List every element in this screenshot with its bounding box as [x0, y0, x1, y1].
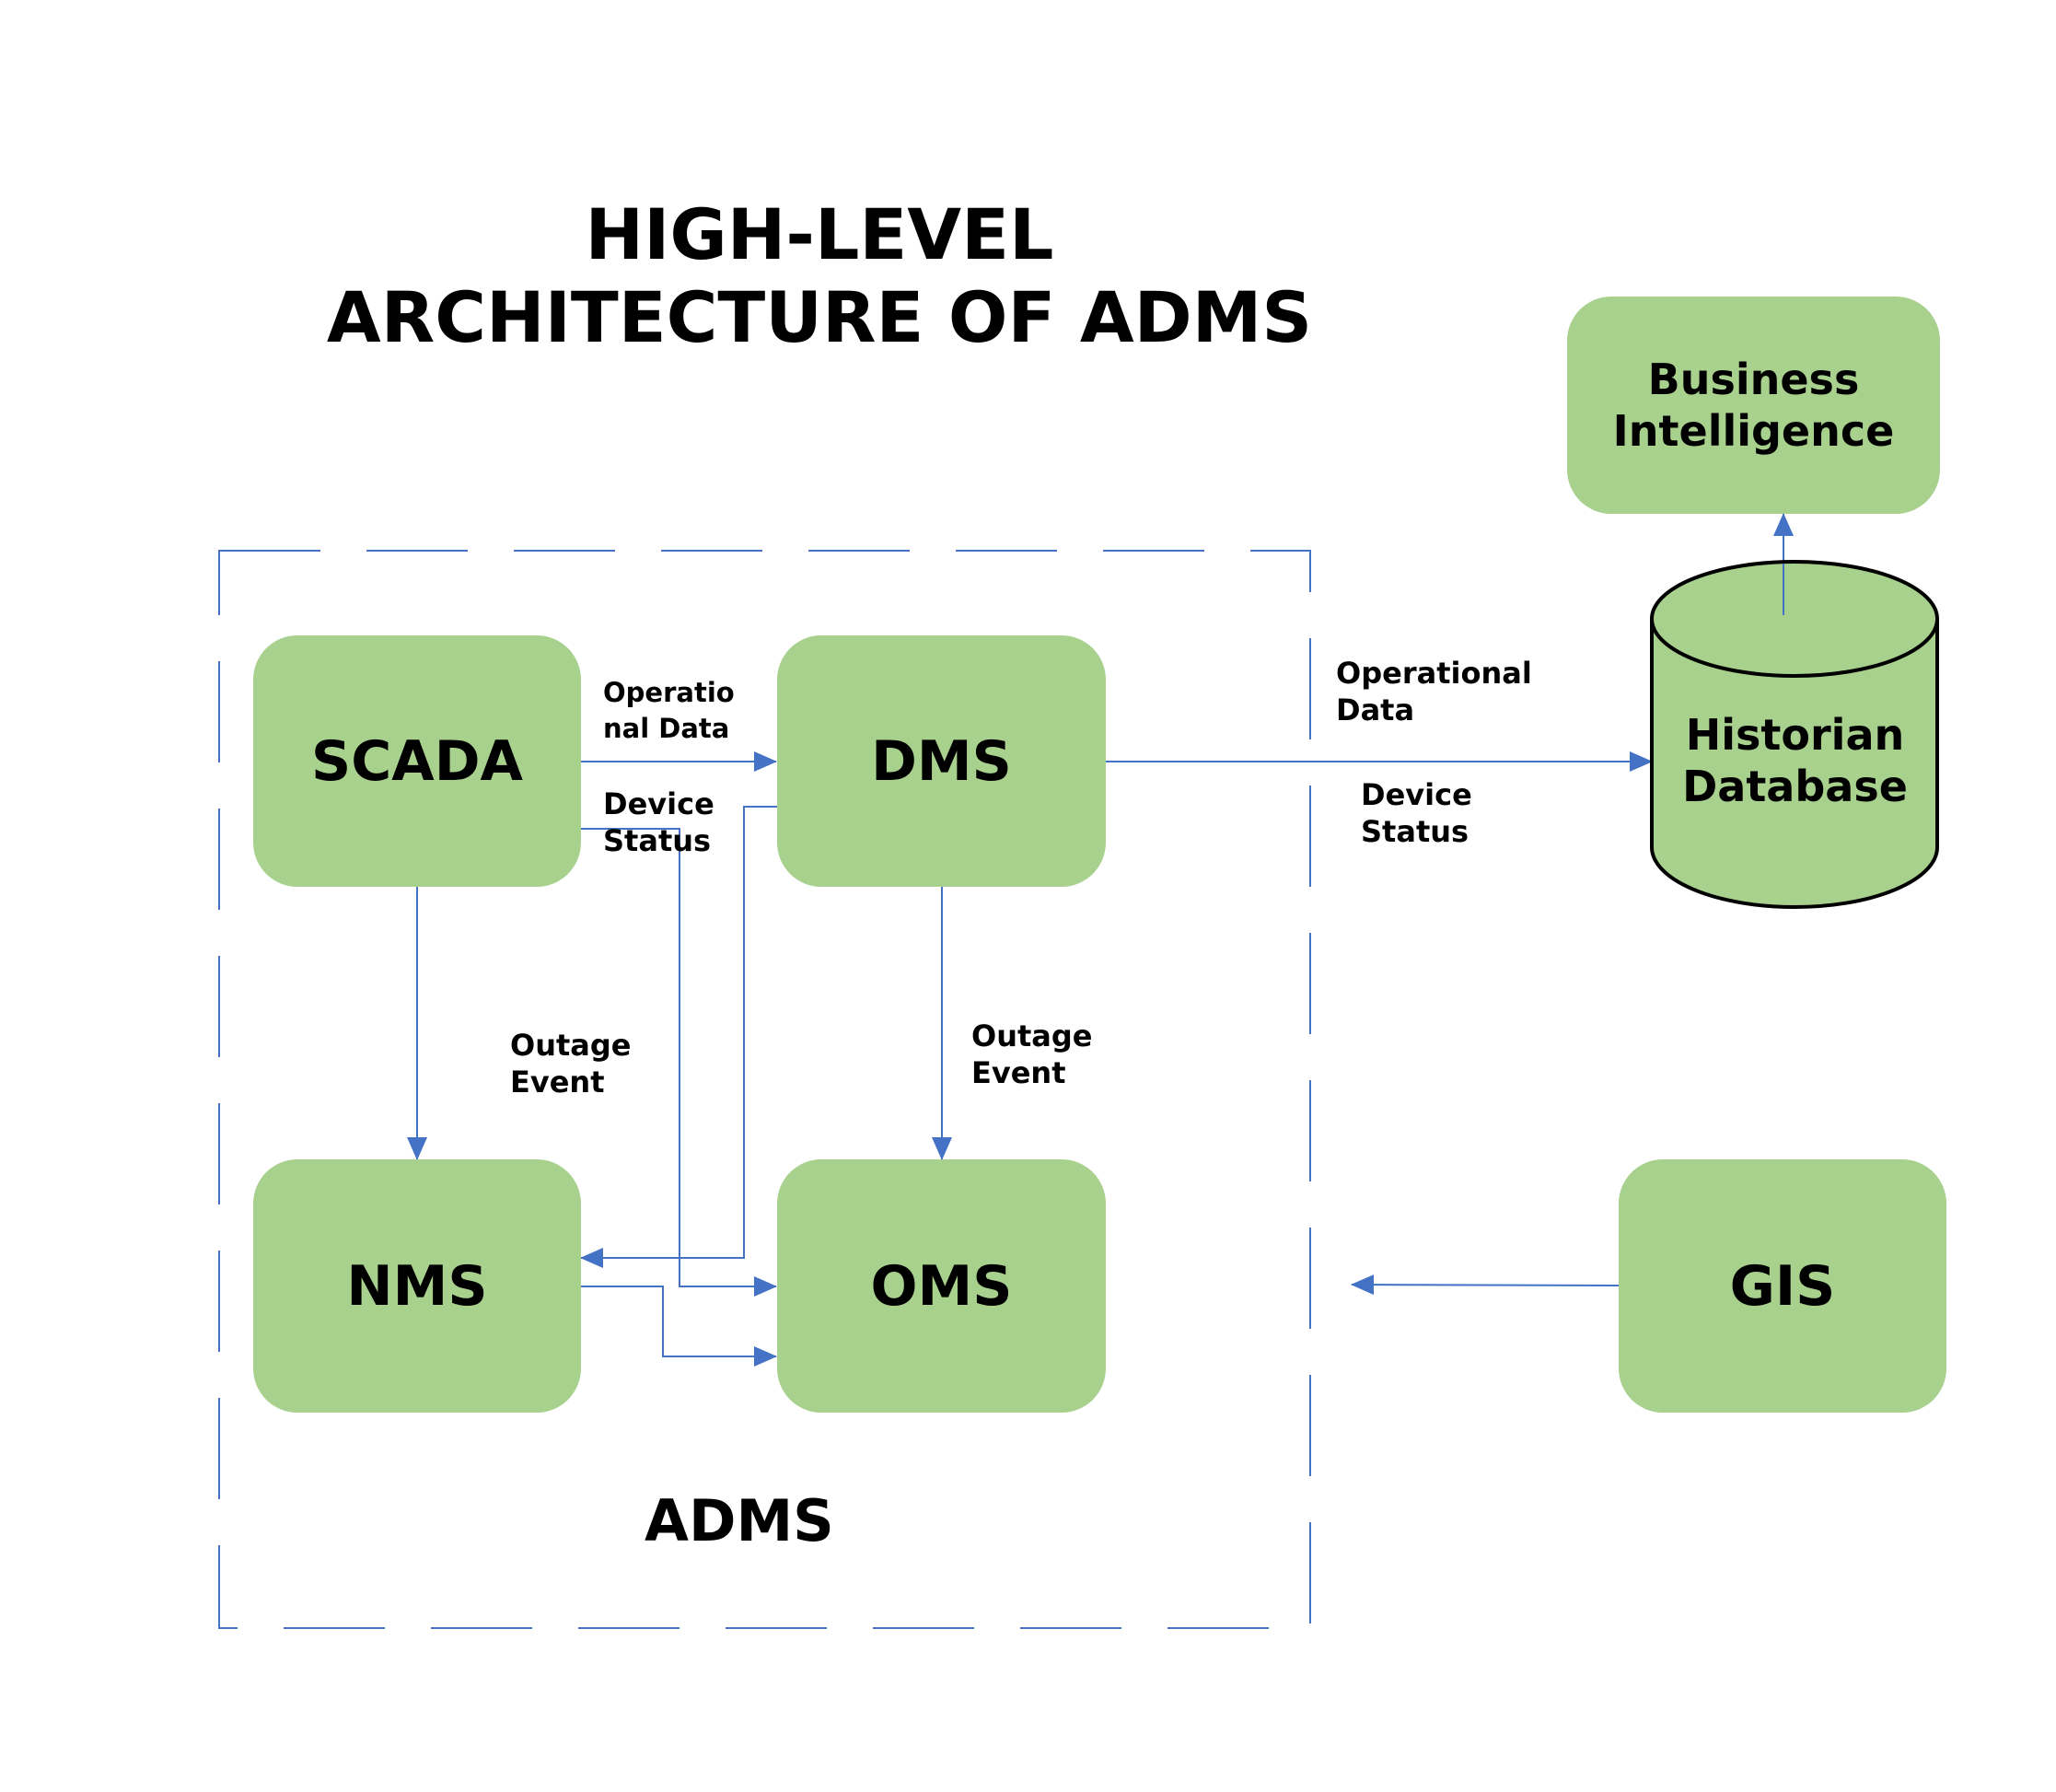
oms-node[interactable]: OMS: [777, 1159, 1106, 1413]
gis-label: GIS: [1729, 1253, 1836, 1319]
edge-label-scada-nms-outage: Outage Event: [510, 1027, 631, 1100]
edge-gis-adms: [1351, 1274, 1620, 1296]
edge-label-line: Data: [1336, 692, 1415, 727]
edge-nms-oms: [581, 1286, 777, 1367]
nms-node[interactable]: NMS: [253, 1159, 581, 1413]
page-title: HIGH-LEVEL ARCHITECTURE OF ADMS: [313, 193, 1326, 359]
edge-label-dms-historian-device: Device Status: [1361, 776, 1472, 850]
edge-label-line: Status: [603, 823, 712, 858]
historian-label-line-1: Historian: [1685, 710, 1905, 760]
scada-node[interactable]: SCADA: [253, 635, 581, 887]
edge-scada-oms: [581, 828, 777, 1297]
dms-label: DMS: [871, 728, 1012, 794]
edge-label-line: Device: [1361, 777, 1472, 812]
edge-label-line: Operational: [1336, 656, 1532, 691]
title-line-2: ARCHITECTURE OF ADMS: [326, 276, 1313, 358]
business-intelligence-node[interactable]: Business Intelligence: [1567, 297, 1940, 514]
historian-database-label[interactable]: Historian Database: [1652, 709, 1938, 812]
historian-label-line-2: Database: [1682, 762, 1908, 811]
edge-label-dms-historian-operational: Operational Data: [1336, 655, 1532, 728]
adms-boundary: [218, 550, 1311, 1629]
bi-label-line-2: Intelligence: [1612, 406, 1895, 456]
gis-node[interactable]: GIS: [1619, 1159, 1946, 1413]
edge-label-line: Status: [1361, 814, 1469, 849]
edge-label-line: nal Data: [603, 713, 730, 744]
edge-label-line: Event: [971, 1055, 1066, 1090]
edge-label-line: Event: [510, 1065, 605, 1100]
nms-label: NMS: [346, 1253, 488, 1319]
historian-database-cylinder: [1650, 560, 1939, 909]
edge-dms-nms: [580, 806, 777, 1268]
edge-label-line: Device: [603, 786, 714, 821]
dms-node[interactable]: DMS: [777, 635, 1106, 887]
title-line-1: HIGH-LEVEL: [585, 193, 1054, 275]
edge-label-scada-dms: Operatio nal Data: [603, 675, 735, 747]
bi-label-line-1: Business: [1647, 355, 1860, 404]
adms-boundary-label: ADMS: [645, 1487, 834, 1554]
edge-label-scada-device-status: Device Status: [603, 785, 714, 859]
edge-label-line: Outage: [971, 1018, 1093, 1053]
edge-label-line: Outage: [510, 1028, 632, 1063]
edge-label-line: Operatio: [603, 677, 735, 708]
oms-label: OMS: [870, 1253, 1013, 1319]
edge-label-dms-oms-outage: Outage Event: [971, 1018, 1092, 1091]
scada-label: SCADA: [311, 728, 523, 794]
